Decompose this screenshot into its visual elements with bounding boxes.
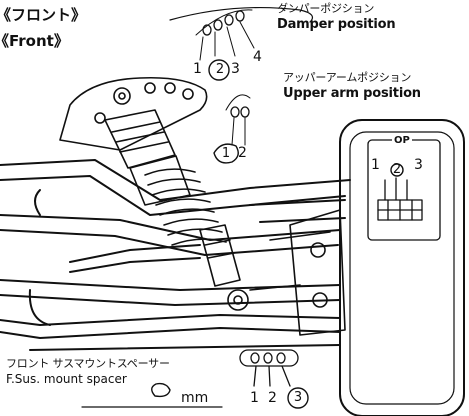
damper-pointer-curve xyxy=(169,6,313,23)
section-title-en: 《Front》 xyxy=(0,32,69,50)
upper-arm-pos-1-selected: 1 xyxy=(221,146,231,161)
op-label: OP xyxy=(392,135,412,146)
chassis-frame xyxy=(0,159,351,351)
spacer-label-en: F.Sus. mount spacer xyxy=(6,372,127,386)
damper-pos-4: 4 xyxy=(253,49,262,65)
damper-position-holes xyxy=(195,9,255,61)
op-pos-1: 1 xyxy=(371,157,380,173)
damper-position-label-en: Damper position xyxy=(277,17,396,32)
damper-selected-ring xyxy=(208,59,230,81)
damper-pos-1: 1 xyxy=(193,61,202,77)
spacer-unit: mm xyxy=(181,390,209,406)
op-box xyxy=(367,139,441,241)
shock-tower xyxy=(59,76,208,151)
spacer-selected-ring xyxy=(287,387,309,409)
spacer-position-holes xyxy=(239,349,299,387)
op-pos-3: 3 xyxy=(414,157,423,173)
damper-unit xyxy=(104,109,249,311)
upper-arm-position-label-en: Upper arm position xyxy=(283,86,421,101)
spacer-shape-icon xyxy=(151,382,171,398)
knuckle xyxy=(249,209,346,336)
spacer-pos-3-selected: 3 xyxy=(293,390,303,405)
spacer-label-jp: フロント サスマウントスペーサー xyxy=(6,357,170,370)
section-title-jp: 《フロント》 xyxy=(0,6,87,24)
upper-arm-pos-2: 2 xyxy=(238,145,247,161)
damper-position-label-jp: ダンパーポジション xyxy=(277,2,375,15)
spacer-pos-1: 1 xyxy=(250,390,259,406)
wheel xyxy=(339,119,465,416)
damper-pos-3: 3 xyxy=(231,61,240,77)
spacer-pos-2: 2 xyxy=(268,390,277,406)
op-pos-2-selected: 2 xyxy=(392,162,402,177)
upper-arm-position-label-jp: アッパーアームポジション xyxy=(283,71,412,84)
damper-pos-2-selected: 2 xyxy=(215,62,225,77)
upper-arm-selected-ring xyxy=(213,143,239,164)
upper-arm-position-holes xyxy=(225,94,251,146)
